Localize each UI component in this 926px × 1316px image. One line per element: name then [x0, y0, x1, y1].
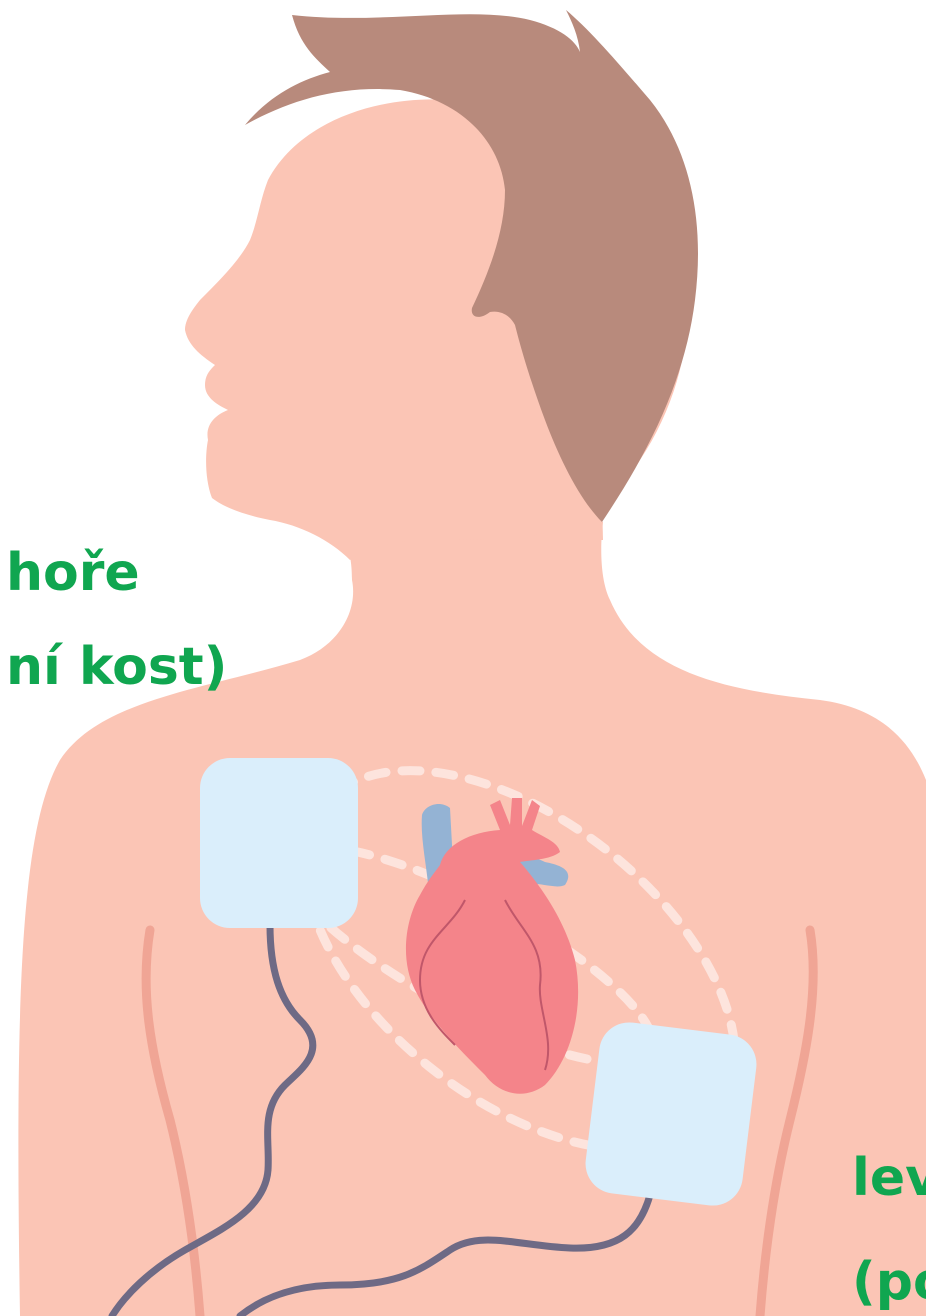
- right-electrode-pad: [200, 758, 358, 928]
- left-pad-label-line-2: (po: [852, 1250, 926, 1314]
- right-pad-label-line-2: ní kost): [6, 635, 227, 699]
- left-electrode-pad: [582, 1019, 760, 1209]
- right-pad-label-line-1: hoře: [6, 541, 140, 605]
- left-pad-label-line-1: lev: [852, 1146, 926, 1210]
